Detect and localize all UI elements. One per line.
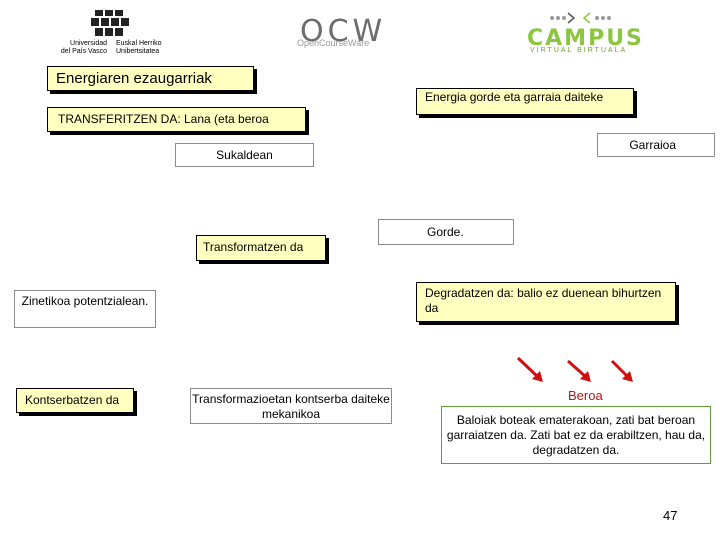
baloiak-box: Baloiak boteak ematerakoan, zati bat ber… [441, 406, 711, 464]
garraioa-box: Garraioa [597, 133, 715, 157]
ocw-logo: OCW [300, 14, 387, 49]
heat-arrows [516, 356, 633, 382]
upv-name-es: Universidad del País Vasco [60, 40, 107, 55]
gorde-box: Gorde. [378, 219, 514, 245]
upv-emblem-icon [91, 10, 129, 36]
zinetikoa-box: Zinetikoa potentzialean. [14, 290, 156, 328]
energia-gorde-box: Energia gorde eta garraia daiteke [416, 88, 634, 115]
degradatzen-box: Degradatzen da: balio ez duenean bihurtz… [416, 282, 676, 322]
upv-logo [55, 8, 165, 58]
campus-logo [527, 8, 647, 58]
slide-title: Energiaren ezaugarriak [47, 66, 254, 91]
transformatzen-box: Transformatzen da [196, 235, 326, 261]
arrow-down-right-icon [567, 359, 591, 382]
sukaldean-box: Sukaldean [175, 143, 314, 167]
campus-wordmark: CAMPUS [527, 26, 644, 51]
beroa-label: Beroa [568, 388, 603, 403]
page-number: 47 [663, 508, 678, 523]
ocw-subtitle: OpenCourseWare [297, 38, 370, 48]
arrow-down-right-icon [610, 359, 633, 382]
arrow-down-right-icon [516, 356, 543, 382]
campus-subtitle: VIRTUAL BIRTUALA [530, 47, 628, 54]
transferitzen-box: TRANSFERITZEN DA: Lana (eta beroa [47, 107, 306, 132]
campus-dots-icon [550, 12, 611, 24]
transformazioetan-box: Transformazioetan kontserba daiteke meka… [190, 388, 392, 424]
upv-name-eu: Euskal Herriko Unibertsitatea [116, 40, 162, 55]
kontserbatzen-box: Kontserbatzen da [16, 388, 134, 413]
